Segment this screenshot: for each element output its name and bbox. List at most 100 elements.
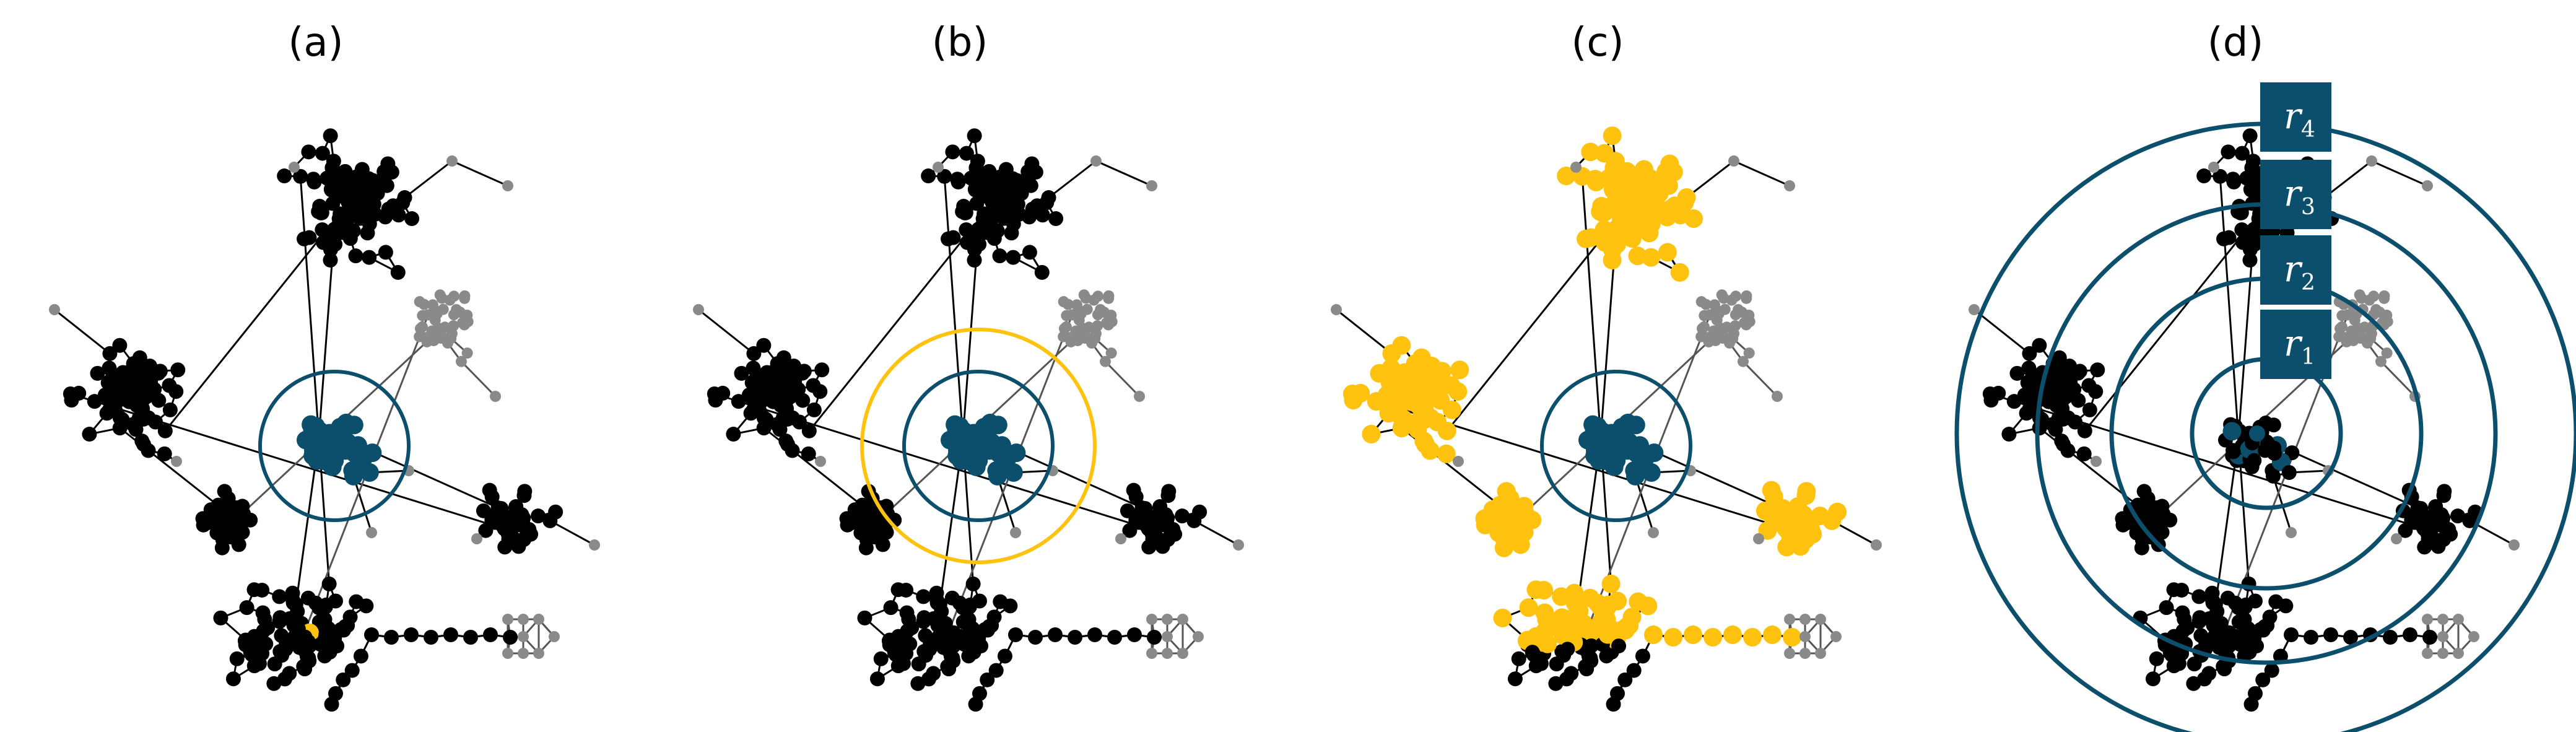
network-node [1719,303,1731,315]
network-node [947,422,966,441]
network-node [873,651,889,666]
network-node [255,605,271,621]
network-node [1640,224,1659,243]
network-node [1738,317,1750,329]
network-node [1699,310,1710,321]
network-node [1815,648,1826,659]
network-node [967,128,982,144]
network-node [1142,512,1157,528]
network-node [236,506,251,521]
network-node [1766,508,1785,528]
network-node [362,250,377,265]
network-node [1603,126,1622,146]
network-node [117,391,133,407]
network-node [215,509,230,525]
network-node [1115,533,1126,544]
network-node [344,466,363,486]
network-node [960,235,975,250]
network-node [112,420,128,436]
network-node [801,446,816,461]
network-node [1071,299,1082,311]
network-node [693,304,704,315]
network-node [967,181,983,197]
network-node [794,365,810,381]
network-node [1004,225,1019,241]
network-node [1799,631,1811,642]
network-node [1107,630,1122,645]
network-node [968,697,983,712]
network-node [337,212,352,228]
network-node [1155,539,1170,554]
network-node [801,423,817,438]
network-node [326,154,341,169]
nodes [693,128,1244,712]
network-node [360,225,375,241]
network-node [1570,162,1582,173]
network-node [285,611,301,627]
network-node [806,402,822,417]
network-node [1526,580,1546,599]
network-node [1088,294,1100,306]
network-node [1078,289,1090,301]
network-node [1762,481,1781,500]
network-node [1162,614,1173,625]
network-node [1661,199,1680,219]
network-node [1453,456,1464,467]
network-edge [1634,476,1655,533]
network-node [1331,304,1342,315]
network-node [1525,645,1540,660]
network-node [1397,390,1416,409]
network-node [770,356,785,372]
network-node [369,179,385,194]
network-node [354,162,370,177]
network-node [136,437,151,452]
network-node [404,211,420,227]
network-node [946,638,961,653]
network-node [1605,434,1624,453]
network-node [459,290,471,302]
network-node [1644,625,1663,644]
network-node [899,605,915,621]
network-edge [996,476,1017,533]
network-node [980,672,995,687]
network-node [1815,614,1826,625]
network-edge [54,308,111,355]
network-node [1060,321,1072,333]
network-node [437,303,449,315]
network-node [1708,299,1720,311]
network-node [1496,525,1515,544]
network-node [967,434,986,453]
network-node [1549,656,1564,672]
network-node [510,511,525,526]
neighborhood-circle [860,328,1097,564]
network-node [988,466,1007,486]
network-node [1493,608,1512,627]
network-node [1585,422,1604,441]
core-boundary-circle [258,370,411,522]
network-node [1612,417,1632,437]
network-node [548,504,564,520]
network-node [1700,298,1712,310]
network-node [1048,627,1063,642]
network-node [958,201,973,217]
network-node [416,321,428,333]
network-node [533,648,544,659]
network-node [1784,614,1795,625]
network-node [1684,209,1704,229]
network-node [329,638,345,654]
network-node [993,594,1008,609]
network-node [349,594,364,609]
network-node [336,672,351,687]
panel-title: (a) [288,20,343,66]
network-node [1146,614,1157,625]
network-node [1704,628,1722,647]
network-node [911,656,926,672]
network-node [815,456,826,467]
network-node [315,222,330,237]
network-node [981,212,996,228]
panel-b: (b) [693,20,1244,712]
network-node [734,365,749,381]
network-node [880,506,895,521]
network-node [518,631,529,642]
network-node [1351,383,1370,403]
